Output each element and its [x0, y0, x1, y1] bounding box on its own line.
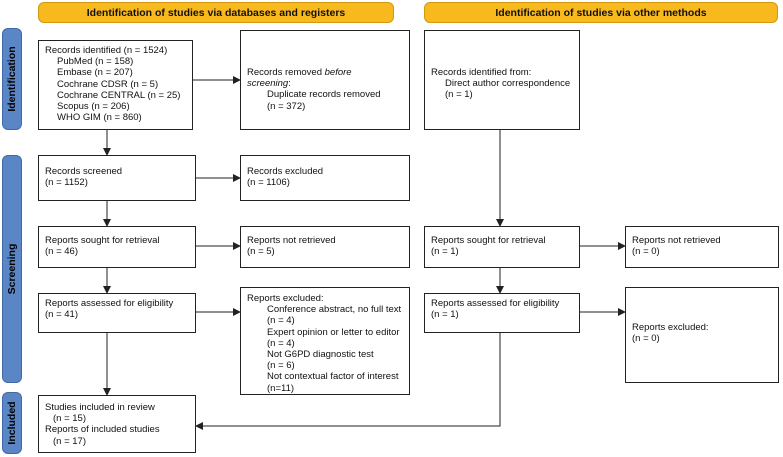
records-excluded-label: Records excluded — [247, 166, 324, 177]
exclusion-count: (n = 4) — [267, 337, 295, 349]
box-other-reports-sought: Reports sought for retrieval (n = 1) — [424, 226, 580, 268]
studies-included-count: (n = 15) — [53, 413, 87, 425]
records-screened-label: Records screened — [45, 166, 123, 177]
other-not-retrieved-count: (n = 0) — [632, 246, 660, 258]
records-screened-count: (n = 1152) — [45, 177, 88, 189]
box-other-records-identified: Records identified from: Direct author c… — [424, 30, 580, 130]
source-item: Cochrane CENTRAL (n = 25) — [57, 89, 181, 101]
exclusion-count: (n=11) — [267, 382, 295, 394]
other-excluded-count: (n = 0) — [632, 333, 660, 345]
other-sought-count: (n = 1) — [431, 246, 459, 258]
box-records-excluded: Records excluded (n = 1106) — [240, 155, 410, 201]
exclusion-reason: Expert opinion or letter to editor — [267, 326, 400, 338]
box-reports-sought: Reports sought for retrieval (n = 46) — [38, 226, 196, 268]
other-not-retrieved-label: Reports not retrieved — [632, 235, 721, 246]
reports-sought-count: (n = 46) — [45, 246, 79, 258]
records-identified-title: Records identified (n = 1524) — [45, 45, 168, 56]
box-records-identified: Records identified (n = 1524) PubMed (n … — [38, 40, 193, 130]
box-studies-included: Studies included in review (n = 15) Repo… — [38, 395, 196, 453]
records-removed-heading: Records removed before — [247, 67, 352, 78]
other-excluded-label: Reports excluded: — [632, 322, 709, 333]
reports-assessed-count: (n = 41) — [45, 309, 79, 321]
box-reports-not-retrieved: Reports not retrieved (n = 5) — [240, 226, 410, 268]
other-assessed-label: Reports assessed for eligibility — [431, 298, 560, 309]
box-other-reports-assessed: Reports assessed for eligibility (n = 1) — [424, 293, 580, 333]
header-other-text: Identification of studies via other meth… — [495, 6, 707, 19]
box-reports-excluded: Reports excluded: Conference abstract, n… — [240, 287, 410, 395]
studies-included-label: Studies included in review — [45, 402, 155, 413]
phase-included: Included — [2, 392, 22, 454]
records-excluded-count: (n = 1106) — [247, 177, 290, 189]
reports-included-count: (n = 17) — [53, 435, 87, 447]
source-item: Scopus (n = 206) — [57, 101, 130, 113]
phase-screening: Screening — [2, 155, 22, 383]
header-other-methods: Identification of studies via other meth… — [424, 2, 778, 23]
source-item: Embase (n = 207) — [57, 67, 133, 79]
box-other-reports-excluded: Reports excluded: (n = 0) — [625, 287, 779, 383]
reports-excluded-label: Reports excluded: — [247, 293, 324, 304]
reports-sought-label: Reports sought for retrieval — [45, 235, 160, 246]
other-identified-source: Direct author correspondence — [445, 78, 571, 90]
box-other-not-retrieved: Reports not retrieved (n = 0) — [625, 226, 779, 268]
other-sought-label: Reports sought for retrieval — [431, 235, 546, 246]
box-records-removed: Records removed before screening: Duplic… — [240, 30, 410, 130]
reports-included-label: Reports of included studies — [45, 424, 160, 436]
duplicates-count: (n = 372) — [267, 100, 306, 112]
source-item: PubMed (n = 158) — [57, 56, 134, 68]
other-identified-label: Records identified from: — [431, 67, 532, 78]
exclusion-reason: Conference abstract, no full text — [267, 304, 402, 316]
source-item: WHO GIM (n = 860) — [57, 112, 142, 124]
exclusion-reason: Not contextual factor of interest — [267, 371, 399, 383]
header-databases-text: Identification of studies via databases … — [86, 6, 346, 19]
arrow-other-to-included — [195, 333, 501, 430]
header-databases: Identification of studies via databases … — [38, 2, 394, 23]
source-item: Cochrane CDSR (n = 5) — [57, 78, 159, 90]
reports-assessed-label: Reports assessed for eligibility — [45, 298, 174, 309]
exclusion-reason: Not G6PD diagnostic test — [267, 349, 374, 361]
box-reports-assessed: Reports assessed for eligibility (n = 41… — [38, 293, 196, 333]
other-assessed-count: (n = 1) — [431, 309, 459, 321]
other-identified-count: (n = 1) — [445, 89, 473, 101]
reports-not-retrieved-count: (n = 5) — [247, 246, 275, 258]
exclusion-count: (n = 6) — [267, 360, 295, 372]
duplicates-removed: Duplicate records removed — [267, 89, 381, 101]
box-records-screened: Records screened (n = 1152) — [38, 155, 196, 201]
records-removed-heading-2: screening: — [247, 78, 291, 90]
reports-not-retrieved-label: Reports not retrieved — [247, 235, 336, 246]
exclusion-count: (n = 4) — [267, 315, 295, 327]
phase-identification: Identification — [2, 28, 22, 130]
